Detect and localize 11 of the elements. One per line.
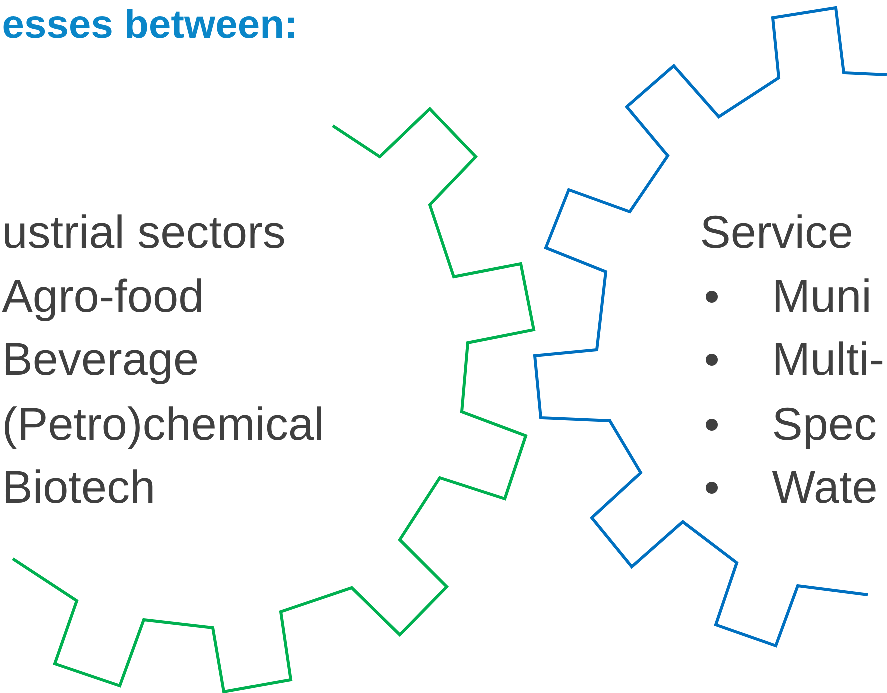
list-item: (Petro)chemical: [5, 406, 322, 450]
title: esses between:: [4, 9, 294, 38]
list-item: Multi-: [776, 342, 883, 376]
list-item: Muni: [776, 278, 869, 312]
list-item: Biotech: [6, 470, 153, 504]
list-item: Spec: [774, 408, 876, 450]
list-item: Beverage: [6, 343, 198, 385]
list-item: ustrial sectors: [5, 214, 284, 248]
list-item: Service: [702, 214, 852, 248]
list-item: Wate: [772, 471, 876, 504]
list-item: Agro-food: [2, 278, 202, 322]
